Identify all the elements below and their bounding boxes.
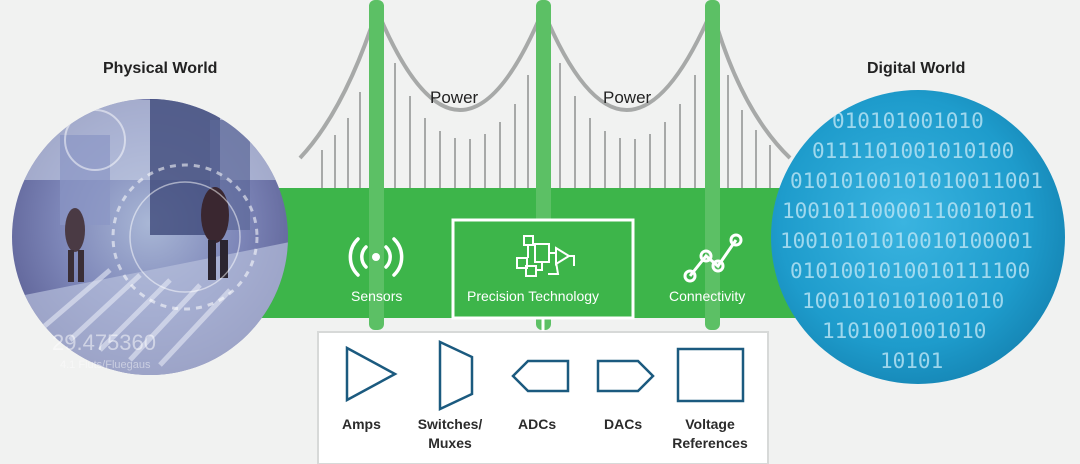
dacs-label: DACs [604,416,643,432]
rectangle-reference-icon [676,347,745,403]
binary-line: 10010110000110010101 [782,199,1035,223]
binary-line: 010101001010 [832,109,984,133]
binary-line: 1101001001010 [822,319,986,343]
adc-pentagon-icon [511,359,570,393]
circuit-block-icon [516,235,575,277]
adcs-label: ADCs [518,416,557,432]
trapezoid-mux-icon [438,340,474,411]
voltage-references-label: Voltage References [672,416,748,451]
binary-line: 01010100101010011001 [790,169,1043,193]
physical-world-title: Physical World [103,60,218,77]
physical-world-image: 29.475360 4.1 Fluts/Fluegaus [12,99,288,375]
amps-label: Amps [342,416,381,432]
triangle-amplifier-icon [345,345,398,403]
sensors-label: Sensors [351,288,403,304]
precision-technology-label: Precision Technology [467,288,600,304]
suspender-rods [321,63,771,188]
power-label-right: Power [603,88,652,107]
connectivity-label: Connectivity [669,288,746,304]
binary-line: 10010101010010100001 [780,229,1033,253]
binary-line: 1001010101001010 [802,289,1004,313]
components-box [318,332,768,464]
physical-overlay-number: 29.475360 [52,330,156,355]
connected-nodes-icon [683,233,743,283]
switches-muxes-label: Switches/ Muxes [417,416,483,451]
physical-overlay-sub: 4.1 Fluts/Fluegaus [60,359,151,371]
digital-world-title: Digital World [867,60,966,77]
binary-line: 10101 [880,349,943,373]
digital-world-image: 010101001010 0111101001010100 010101001010… [771,90,1065,384]
binary-line: 0101001010010111100 [790,259,1030,283]
binary-line: 0111101001010100 [812,139,1014,163]
dac-pentagon-icon [596,359,655,393]
wireless-signal-icon [348,237,404,277]
power-label-left: Power [430,88,479,107]
